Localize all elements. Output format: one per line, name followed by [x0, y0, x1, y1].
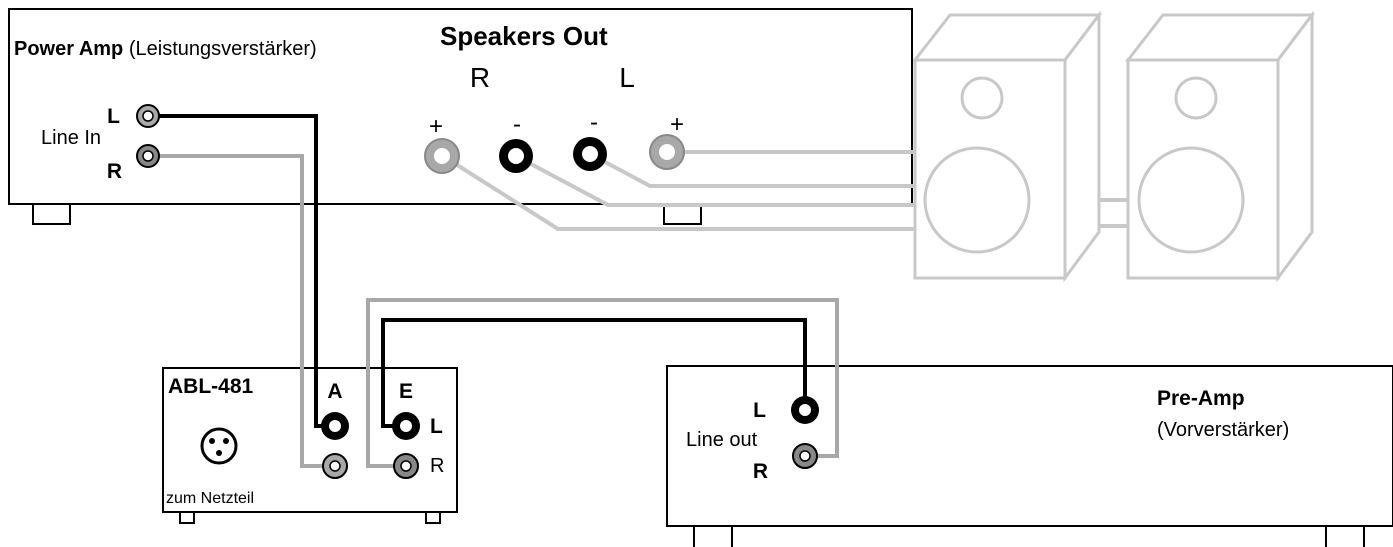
preamp-foot-left	[693, 525, 733, 547]
abl-a-right-jack[interactable]	[322, 453, 348, 479]
terminal-minus-left-label: -	[513, 111, 521, 138]
abl-foot-left	[179, 511, 195, 524]
speaker-right	[1124, 10, 1316, 283]
power-amp-right-label: R	[107, 160, 122, 183]
speaker-right-woofer	[1137, 146, 1245, 254]
cable-preamp-right-to-abl-e	[366, 298, 839, 468]
speaker-left	[911, 10, 1103, 283]
preamp-box	[666, 365, 1393, 527]
terminal-minus-right-label: -	[590, 109, 598, 136]
preamp-left-label: L	[753, 399, 766, 422]
xlr-power-socket-icon[interactable]	[200, 427, 238, 465]
speaker-link-cable	[1099, 198, 1128, 228]
preamp-line-out-label: Line out	[686, 429, 758, 451]
preamp-right-label: R	[753, 460, 768, 483]
speaker-terminal-l-minus[interactable]	[573, 137, 607, 171]
abl-left-label: L	[430, 415, 443, 438]
preamp-title: Pre-Amp	[1157, 387, 1245, 410]
power-amp-line-in-right-jack[interactable]	[136, 144, 160, 168]
power-amp-title: Power Amp (Leistungsverstärker)	[14, 38, 317, 60]
abl-e-right-jack[interactable]	[393, 453, 419, 479]
preamp-line-out-left-jack[interactable]	[791, 396, 819, 424]
speakers-out-title: Speakers Out	[440, 21, 608, 51]
power-amp-line-in-label: Line In	[41, 127, 101, 149]
preamp-foot-right	[1325, 525, 1365, 547]
cable-preamp-left-to-abl-e	[381, 318, 807, 428]
speaker-left-woofer	[923, 146, 1031, 254]
speakers-out-l-label: L	[619, 62, 635, 93]
abl-right-label: R	[430, 455, 444, 477]
speaker-right-tweeter	[1174, 76, 1218, 120]
abl-foot-right	[425, 511, 441, 524]
power-amp-left-label: L	[107, 105, 120, 128]
speaker-terminal-r-minus[interactable]	[499, 139, 533, 173]
terminal-plus-right-label: +	[670, 111, 684, 138]
speakers-out-r-label: R	[470, 62, 490, 93]
abl-col-a-label: A	[327, 380, 342, 403]
cable-poweramp-right-to-abl-a	[158, 154, 330, 468]
speaker-left-tweeter	[960, 76, 1004, 120]
abl-title: ABL-481	[168, 375, 254, 398]
abl-e-left-jack[interactable]	[392, 412, 420, 440]
speaker-cables	[441, 150, 915, 231]
abl-psu-label: zum Netzteil	[166, 490, 254, 507]
abl-col-e-label: E	[399, 380, 413, 403]
abl-a-left-jack[interactable]	[321, 412, 349, 440]
speaker-terminal-r-plus[interactable]	[424, 138, 460, 174]
terminal-plus-left-label: +	[429, 113, 443, 140]
speaker-terminal-l-plus[interactable]	[649, 134, 685, 170]
preamp-line-out-right-jack[interactable]	[792, 443, 818, 469]
power-amp-box	[8, 8, 913, 205]
preamp-subtitle: (Vorverstärker)	[1157, 419, 1289, 441]
power-amp-foot-left	[32, 203, 71, 225]
power-amp-line-in-left-jack[interactable]	[136, 104, 160, 128]
